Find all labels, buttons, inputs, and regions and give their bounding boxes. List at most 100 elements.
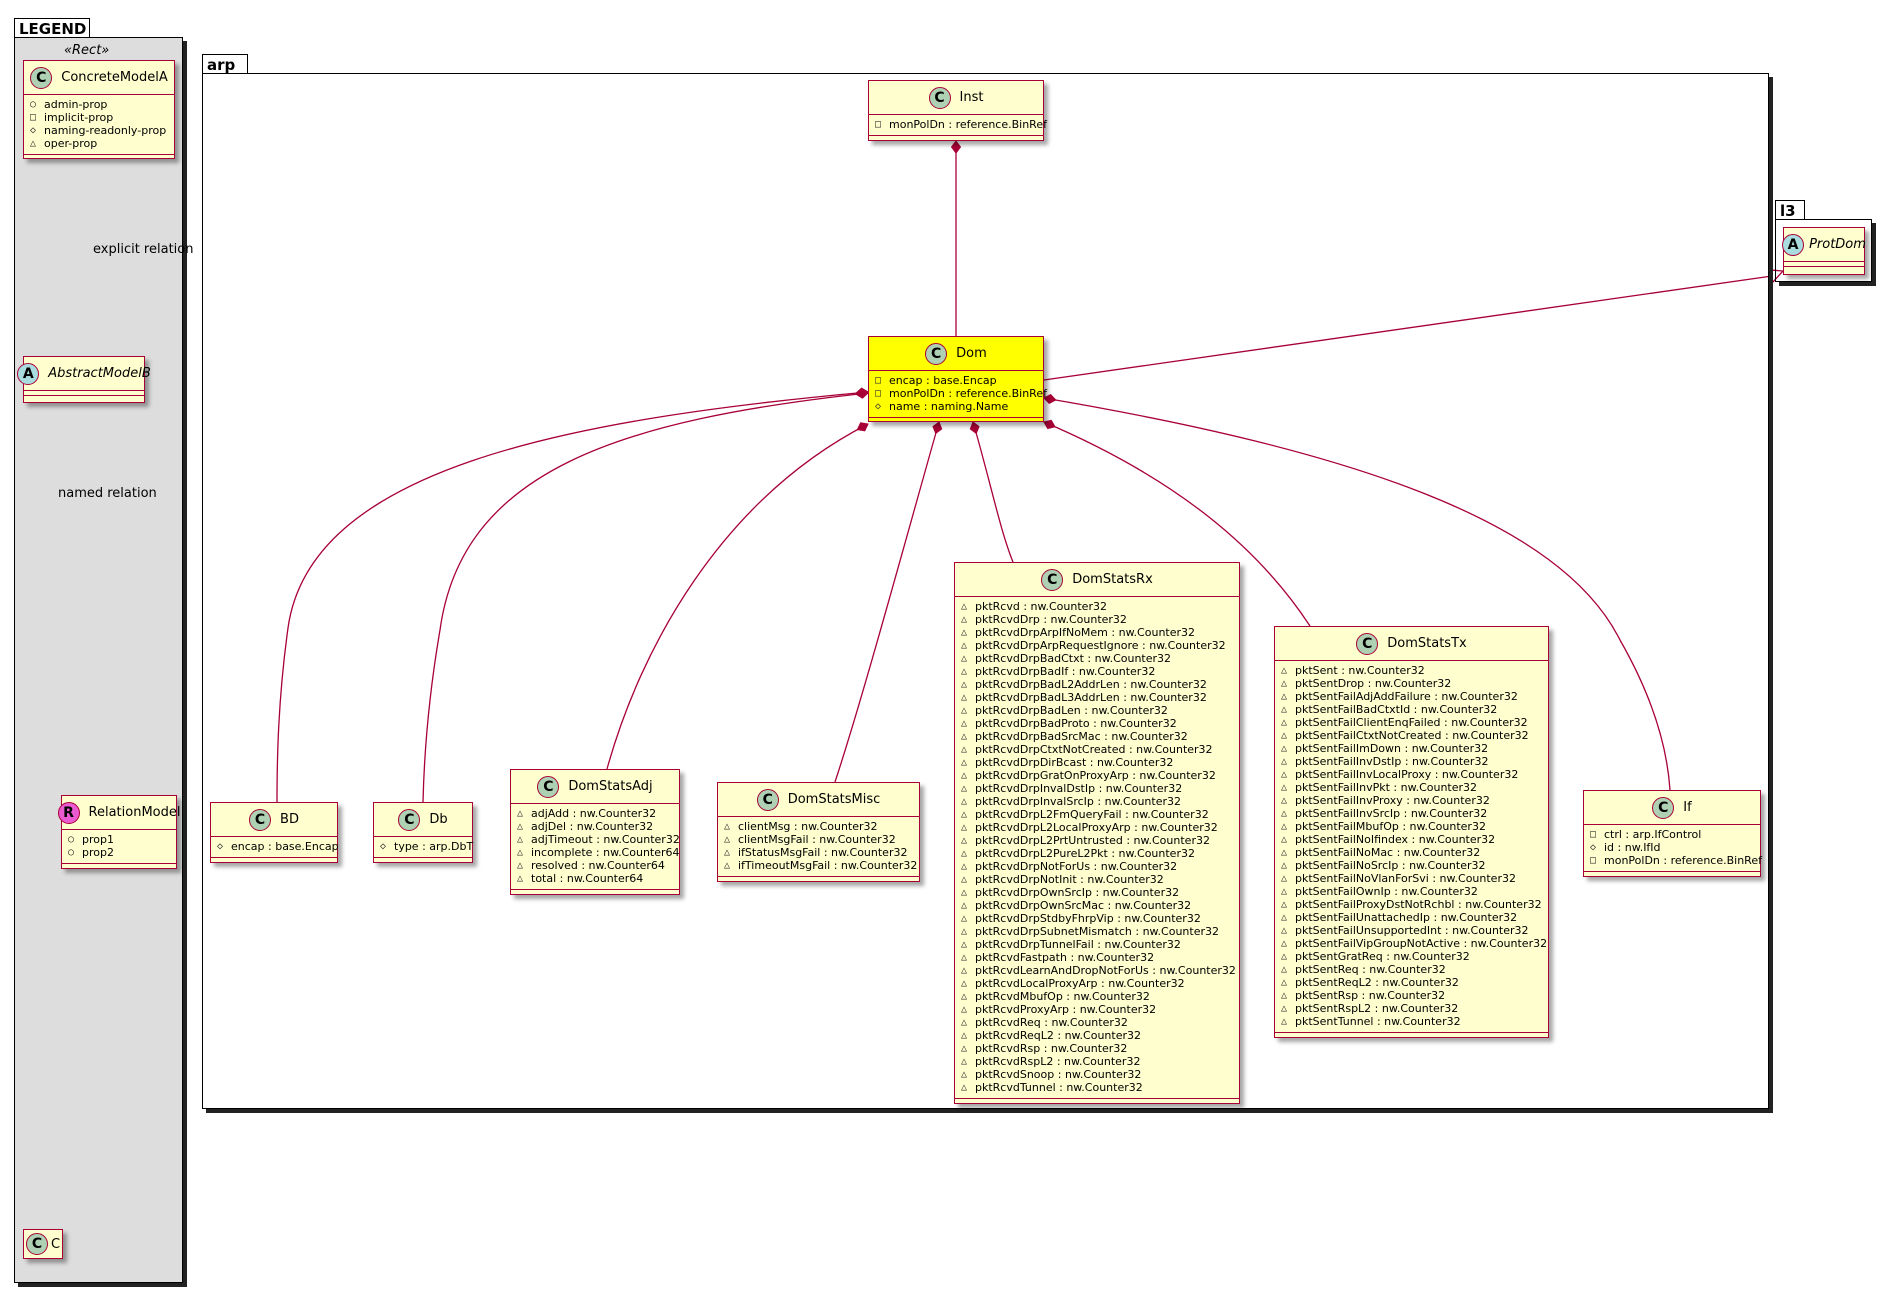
attribute-row: △ pktRcvdDrpOwnSrcMac : nw.Counter32 [961,899,1233,912]
visibility-icon: △ [961,1043,968,1054]
dom-db-connector [422,392,869,803]
attribute-row: △pktRcvdMbufOp : nw.Counter32 [961,990,1233,1003]
attribute-text: pktSentFailImDown : nw.Counter32 [1295,742,1489,755]
attribute-row: □monPolDn : reference.BinRef [875,118,1047,131]
arp-package-title: arp [207,56,236,74]
attribute-text: monPolDn : reference.BinRef [889,118,1047,131]
attribute-row: ○admin-prop [30,98,168,111]
dom-adj-connector [606,423,869,770]
l3-package-tab: l3 [1775,200,1805,220]
attribute-text: pktRcvdDrpNotForUs : nw.Counter32 [975,860,1178,873]
attribute-text: pktRcvdDrpBadSrcMac : nw.Counter32 [975,730,1188,743]
attribute-list: ◇encap : base.Encap [211,837,339,857]
visibility-icon: △ [1281,769,1288,780]
visibility-icon: △ [1281,795,1288,806]
method-compartment [24,396,144,402]
attribute-list: △adjAdd : nw.Counter32△adjDel : nw.Count… [511,804,680,889]
attribute-text: pktRcvdDrpInvalDstIp : nw.Counter32 [975,782,1183,795]
attribute-row: ◇naming-readonly-prop [30,124,168,137]
attribute-row: △pktRcvdDrpArpIfNoMem : nw.Counter32 [961,626,1233,639]
visibility-icon: △ [961,770,968,781]
attribute-text: pktSentFailAdjAddFailure : nw.Counter32 [1295,690,1518,703]
attribute-row: △pktSentFailImDown : nw.Counter32 [1281,742,1542,755]
attribute-row: △pktRcvdRspL2 : nw.Counter32 [961,1055,1233,1068]
attribute-row: △pktSentFailUnattachedIp : nw.Counter32 [1281,911,1542,924]
attribute-text: resolved : nw.Counter64 [531,859,665,872]
visibility-icon: △ [961,900,968,911]
attribute-text: pktRcvdDrpL2PureL2Pkt : nw.Counter32 [975,847,1195,860]
visibility-icon: △ [961,1030,968,1041]
visibility-icon: △ [961,757,968,768]
attribute-row: △pktSentFailNoMac : nw.Counter32 [1281,846,1542,859]
class-name: If [1683,800,1692,815]
dom-protdom-connector [1043,275,1773,381]
attribute-text: pktSentDrop : nw.Counter32 [1295,677,1452,690]
class-name: DomStatsAdj [568,779,653,794]
attribute-text: pktRcvdDrpBadL2AddrLen : nw.Counter32 [975,678,1207,691]
attribute-list: △pktRcvd : nw.Counter32△pktRcvdDrp : nw.… [955,597,1239,1098]
attribute-text: pktSentFailNoVlanForSvi : nw.Counter32 [1295,872,1516,885]
attribute-text: pktRcvdLearnAndDropNotForUs : nw.Counter… [975,964,1236,977]
method-compartment [62,863,176,872]
visibility-icon: △ [1281,717,1288,728]
visibility-icon: △ [961,1004,968,1015]
l3-package-title: l3 [1780,202,1796,220]
attribute-text: naming-readonly-prop [44,124,167,137]
attribute-text: pktRcvdDrpBadCtxt : nw.Counter32 [975,652,1172,665]
attribute-row: △oper-prop [30,137,168,150]
attribute-text: pktSentFailClientEnqFailed : nw.Counter3… [1295,716,1528,729]
class-c-icon: C [925,342,948,365]
attribute-text: pktSentFailMbufOp : nw.Counter32 [1295,820,1486,833]
attribute-row: △clientMsgFail : nw.Counter32 [724,833,913,846]
attribute-row: △pktRcvdDrpBadIf : nw.Counter32 [961,665,1233,678]
attribute-text: pktSentTunnel : nw.Counter32 [1295,1015,1461,1028]
visibility-icon: △ [961,705,968,716]
visibility-icon: △ [1281,1003,1288,1014]
attribute-row: △pktRcvdDrpSubnetMismatch : nw.Counter32 [961,925,1233,938]
attribute-text: pktSentFailProxyDstNotRchbl : nw.Counter… [1295,898,1542,911]
attribute-text: pktRcvdDrpArpRequestIgnore : nw.Counter3… [975,639,1226,652]
method-compartment [211,857,337,866]
visibility-icon: □ [1590,855,1597,866]
attribute-text: oper-prop [44,137,98,150]
visibility-icon: △ [1281,847,1288,858]
attribute-text: pktRcvdDrpOwnSrcMac : nw.Counter32 [975,899,1192,912]
attribute-row: △pktSentDrop : nw.Counter32 [1281,677,1542,690]
attribute-row: △pktRcvdReqL2 : nw.Counter32 [961,1029,1233,1042]
attribute-row: △pktRcvdProxyArp : nw.Counter32 [961,1003,1233,1016]
visibility-icon: △ [1281,873,1288,884]
attribute-text: clientMsg : nw.Counter32 [738,820,878,833]
class-name: RelationModel [88,805,181,820]
class-c-icon: C [756,788,779,811]
attribute-text: pktRcvdDrpTunnelFail : nw.Counter32 [975,938,1181,951]
attribute-row: △adjTimeout : nw.Counter32 [517,833,680,846]
attribute-list: ○prop1○prop2 [62,830,176,863]
attribute-row: △pktRcvdTunnel : nw.Counter32 [961,1081,1233,1094]
visibility-icon: △ [517,808,524,819]
attribute-text: pktRcvdDrpSubnetMismatch : nw.Counter32 [975,925,1219,938]
attribute-row: △pktRcvdDrpInvalDstIp : nw.Counter32 [961,782,1233,795]
attribute-row: △pktSentGratReq : nw.Counter32 [1281,950,1542,963]
visibility-icon: △ [961,796,968,807]
visibility-icon: ○ [30,99,37,110]
class-name: DomStatsRx [1072,572,1153,587]
